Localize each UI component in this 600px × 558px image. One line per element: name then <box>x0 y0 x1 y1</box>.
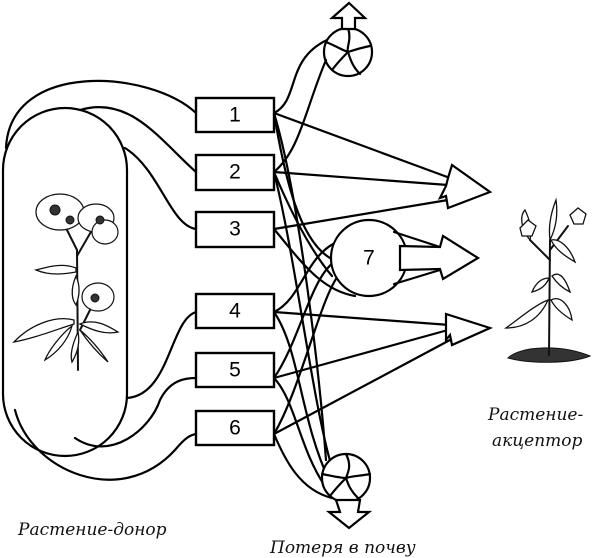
pinwheel-soil-loss-icon <box>320 452 373 530</box>
pathway-boxes: 1 2 3 4 5 6 <box>194 96 276 447</box>
acceptor-plant-label-line2: акцептор <box>492 431 583 451</box>
arrowhead-upper <box>437 163 493 210</box>
box-5: 5 <box>194 351 276 389</box>
donor-plant-label: Растение-донор <box>17 520 167 540</box>
connector-donor-box6 <box>13 408 198 481</box>
connector-donor-box5 <box>73 376 198 448</box>
potted-seedling-plant-icon <box>503 197 592 363</box>
box-4-label: 4 <box>229 300 241 323</box>
box-1-label: 1 <box>229 104 241 127</box>
pinwheel-volatilization-icon <box>272 1 374 174</box>
donor-connectors <box>4 79 198 481</box>
soil-loss-label: Потеря в почву <box>269 538 416 558</box>
node-7-label: 7 <box>363 247 375 270</box>
node-7: 7 <box>329 218 442 298</box>
connector-donor-box3 <box>123 146 198 231</box>
arrowhead-middle <box>398 234 481 281</box>
box-1: 1 <box>194 96 276 134</box>
connector-donor-box2 <box>78 105 198 174</box>
connector-donor-box4 <box>125 310 198 400</box>
connector-donor-box1 <box>4 79 198 150</box>
box-2: 2 <box>194 153 276 192</box>
box-2-label: 2 <box>229 161 241 184</box>
acceptor-plant-label-line1: Растение- <box>487 405 583 425</box>
box-6-label: 6 <box>229 417 241 440</box>
arrowhead-lower <box>444 312 494 347</box>
box-5-label: 5 <box>229 359 241 382</box>
box-4: 4 <box>194 292 276 330</box>
up-arrow-icon <box>329 1 368 31</box>
down-arrow-icon <box>325 498 373 530</box>
box-3-label: 3 <box>229 218 241 241</box>
donor-capsule <box>1 106 129 458</box>
node7-connectors <box>272 111 357 500</box>
flowering-umbellifer-plant-icon <box>12 193 120 371</box>
box-3: 3 <box>194 210 276 249</box>
acceptor-arrowheads <box>398 163 494 347</box>
box-6: 6 <box>194 409 276 447</box>
